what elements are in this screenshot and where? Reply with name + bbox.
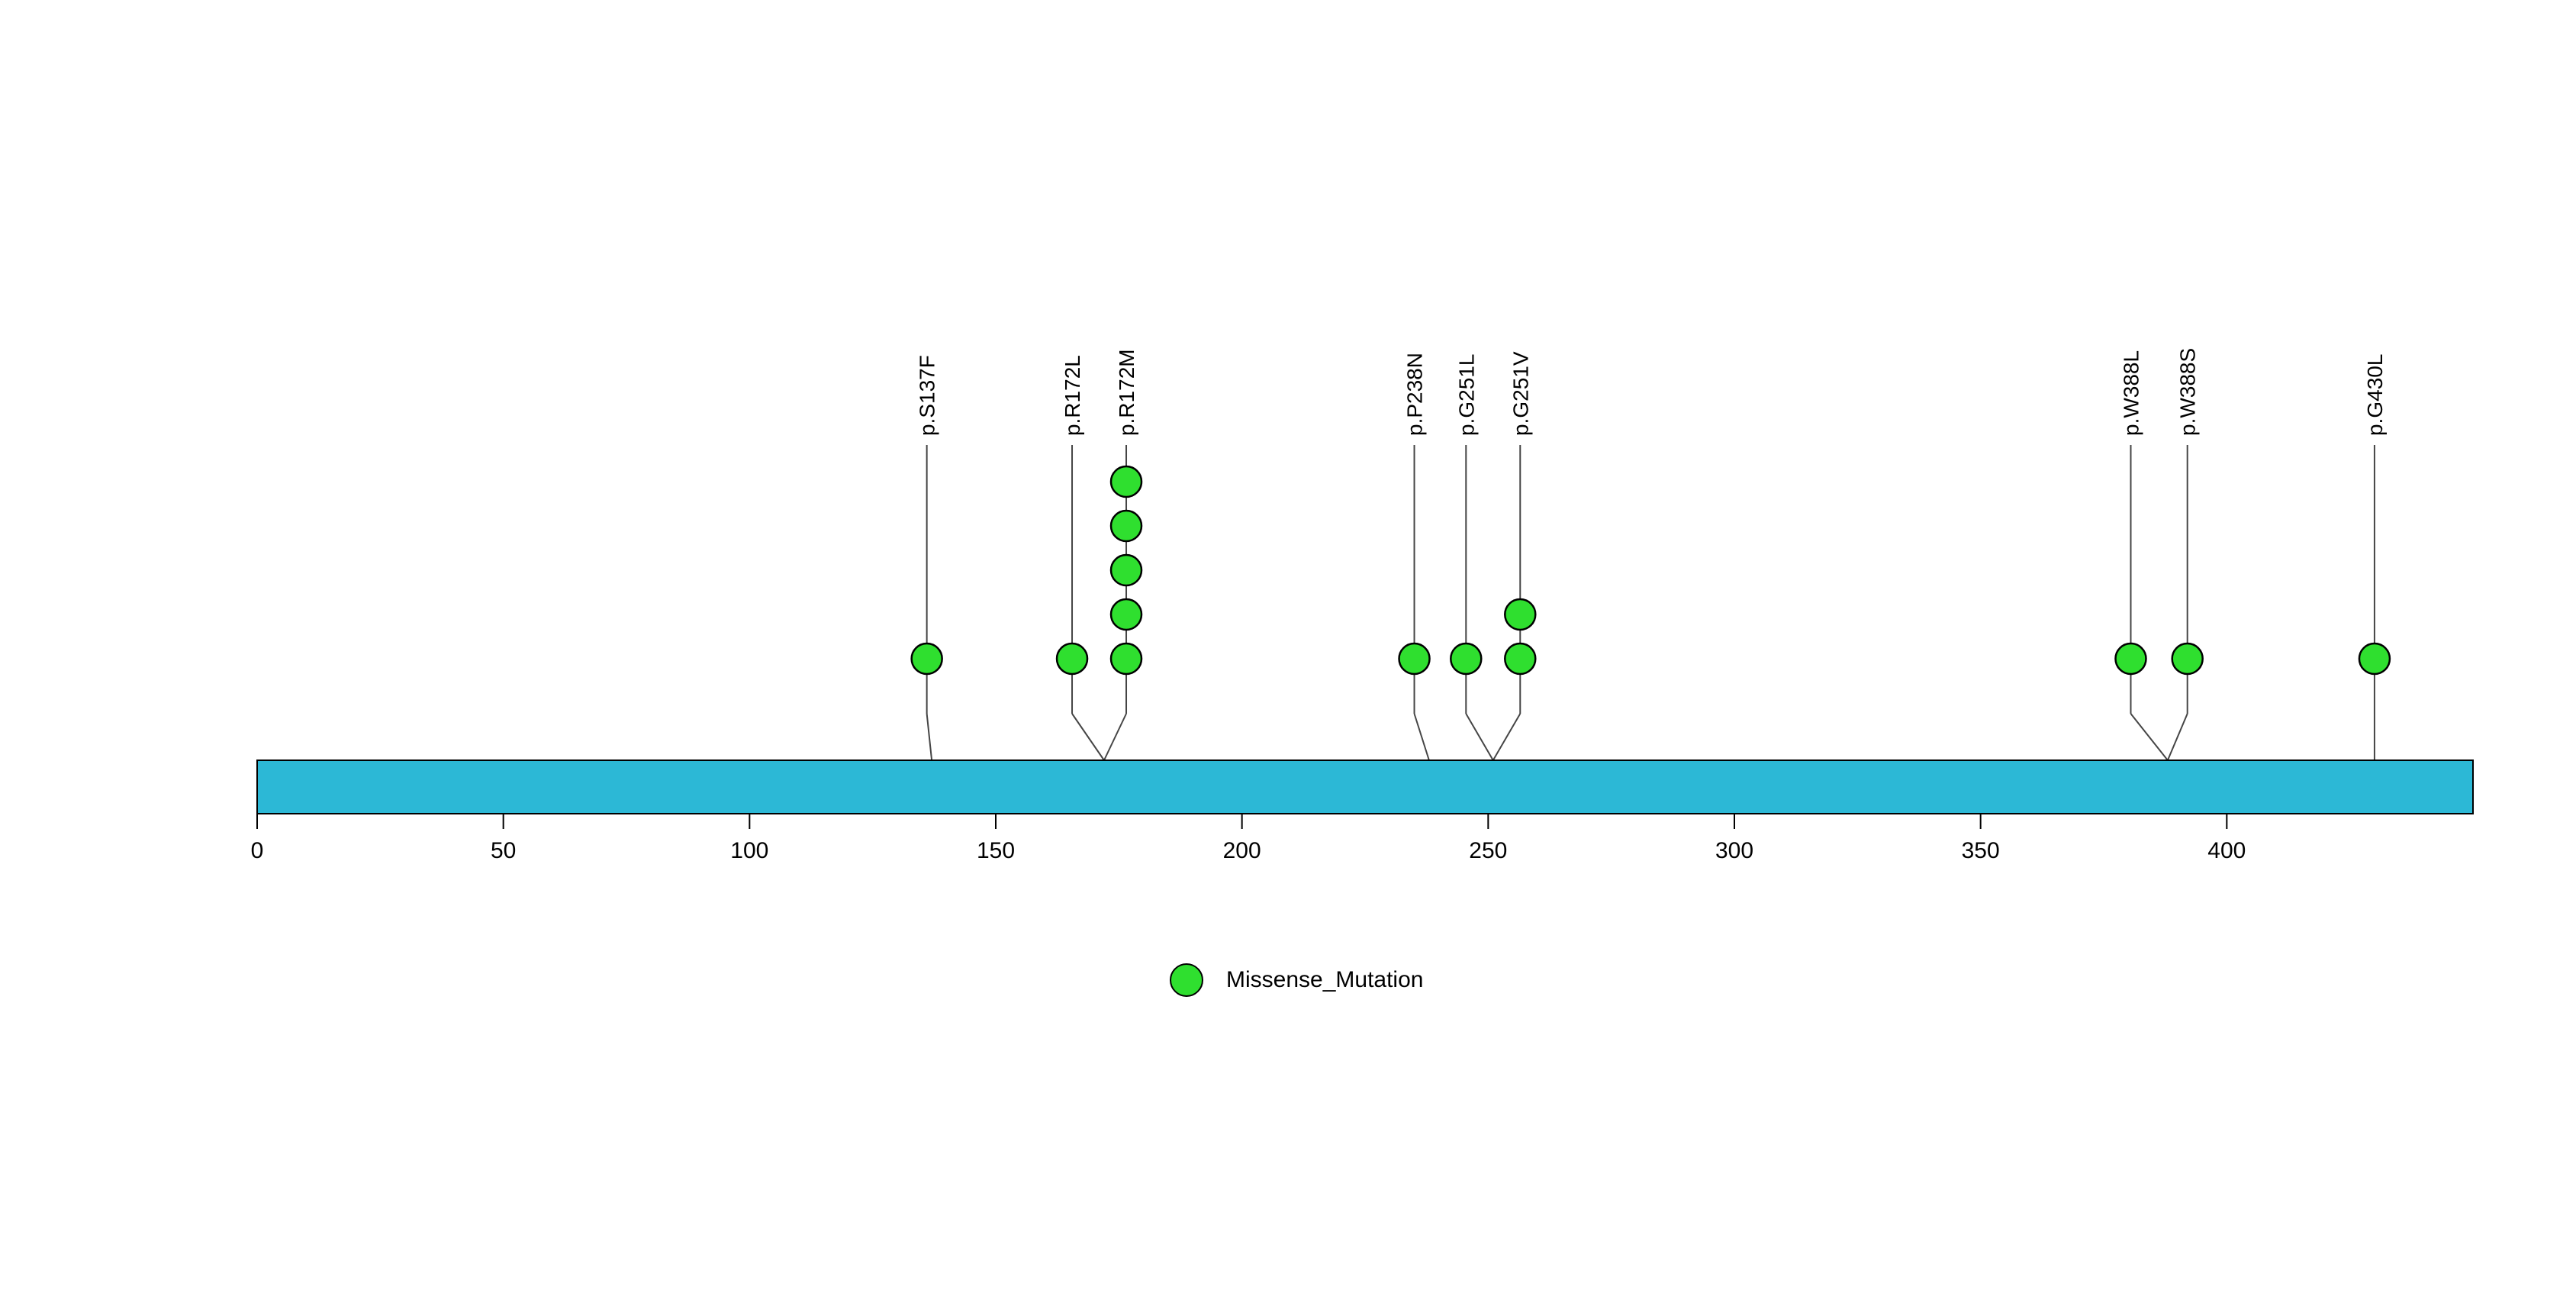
lollipop-circle <box>1504 598 1537 631</box>
mutation-label: p.W388S <box>2176 348 2200 436</box>
axis-tick-label: 250 <box>1469 838 1507 863</box>
lollipop-circle <box>1109 465 1143 498</box>
axis-tick-label: 300 <box>1715 838 1753 863</box>
axis-tick-label: 350 <box>1962 838 2000 863</box>
mutation-label: p.G430L <box>2363 354 2387 436</box>
legend-label: Missense_Mutation <box>1226 967 1424 992</box>
mutation-label: p.G251L <box>1454 354 1478 436</box>
axis-tick-label: 0 <box>251 838 264 863</box>
legend: Missense_Mutation <box>1170 963 1423 997</box>
mutation-label: p.R172L <box>1061 355 1084 436</box>
mutation-stem-connector <box>2130 713 2169 761</box>
mutation-stem-connector <box>1413 713 1430 761</box>
lollipop-circle <box>1398 642 1431 676</box>
lollipop-circle <box>1109 598 1143 631</box>
mutation-stem-connector <box>926 713 933 761</box>
axis-tick-label: 200 <box>1223 838 1261 863</box>
lollipop-circle <box>1109 553 1143 587</box>
axis-tick-label: 150 <box>977 838 1015 863</box>
missense-mutation-legend-swatch <box>1170 963 1203 997</box>
lollipop-circle <box>1055 642 1089 676</box>
lollipop-circle <box>1109 509 1143 543</box>
lollipop-circle <box>2114 642 2147 676</box>
mutation-label: p.P238N <box>1403 353 1427 436</box>
lollipop-circle <box>2171 642 2204 676</box>
axis-tick-label: 400 <box>2207 838 2246 863</box>
mutation-label: p.G251V <box>1509 351 1532 436</box>
protein-bar <box>256 759 2474 814</box>
mutation-stem-connector <box>1103 713 1127 761</box>
lollipop-circle <box>1504 642 1537 676</box>
mutation-stem-connector <box>1071 713 1105 761</box>
axis-tick-label: 100 <box>730 838 768 863</box>
lollipop-circle <box>1109 642 1143 676</box>
mutation-stem-connector <box>1465 713 1494 761</box>
lollipop-circle <box>910 642 943 676</box>
mutation-label: p.W388L <box>2119 350 2143 436</box>
mutation-stem-connector <box>2166 713 2188 761</box>
mutation-stem-connector <box>1492 713 1521 761</box>
mutation-label: p.R172M <box>1115 349 1138 436</box>
lollipop-circle <box>2358 642 2391 676</box>
mutation-label: p.S137F <box>916 355 939 436</box>
lollipop-circle <box>1450 642 1483 676</box>
axis-tick-label: 50 <box>491 838 516 863</box>
